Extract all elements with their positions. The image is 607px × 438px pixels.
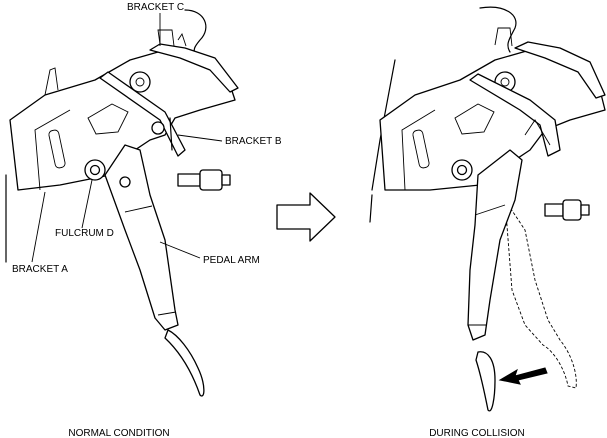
during-collision-figure: [369, 6, 606, 412]
bracket-b: [99, 71, 186, 157]
bracket-c-collision-tab: [494, 27, 513, 47]
bracket-a-collision-window: [454, 103, 495, 135]
body-edge-lower-right: [369, 194, 373, 223]
bracket-a-window: [87, 103, 129, 135]
movement-arrow: [498, 367, 548, 385]
label-bracket-c: BRACKET C: [127, 2, 184, 13]
label-fulcrum-d: FULCRUM D: [55, 228, 114, 239]
switch-body: [199, 169, 223, 191]
bracket-a-collision-inner: [401, 109, 436, 191]
label-pedal-arm: PEDAL ARM: [203, 255, 260, 266]
caption-during-collision: DURING COLLISION: [429, 428, 525, 438]
label-bracket-b: BRACKET B: [225, 136, 282, 147]
pedal-pad-collision: [475, 351, 496, 412]
bracket-a-tab: [44, 67, 59, 96]
bracket-a-collision-slot: [412, 129, 430, 169]
leader-bracket-b: [177, 134, 223, 142]
pedal-arm-original-position: [504, 198, 577, 389]
fulcrum-d-collision-center: [456, 164, 468, 176]
bracket-a-slot: [48, 129, 66, 169]
switch-connector-collision: [580, 204, 590, 216]
pedal-arm-collision-rib: [474, 204, 506, 216]
leader-lines: [31, 13, 223, 263]
bracket-b-edge: [169, 117, 173, 151]
bracket-c-tab: [157, 29, 175, 47]
bracket-a-inner-edge: [34, 109, 71, 191]
bracket-c-bolt: [177, 32, 187, 47]
pedal-arm-rib: [124, 205, 153, 213]
body-edge-line-right: [371, 59, 396, 191]
switch-body-collision: [562, 199, 582, 221]
leader-bracket-a: [31, 191, 46, 263]
bracket-b-collision: [469, 73, 561, 157]
bracket-c-collision: [514, 41, 606, 99]
leader-pedal-arm: [159, 241, 201, 259]
pedal-arm-collision: [467, 149, 523, 341]
pedal-pad: [164, 329, 205, 397]
pedal-arm: [104, 144, 179, 331]
pedal-switch: [177, 173, 201, 187]
switch-connector: [221, 174, 231, 186]
upper-pivot: [129, 71, 151, 93]
bracket-b-collision-bend: [524, 119, 551, 146]
upper-pivot-hole: [135, 77, 145, 87]
bracket-c: [149, 43, 239, 93]
leader-fulcrum-d: [81, 179, 93, 229]
pedal-switch-collision: [544, 203, 564, 217]
normal-condition-figure: [5, 9, 239, 397]
caption-normal-condition: NORMAL CONDITION: [68, 428, 169, 438]
pedal-arm-joint: [157, 311, 177, 316]
label-bracket-a: BRACKET A: [12, 264, 68, 275]
fulcrum-d-center: [89, 164, 101, 176]
upper-pivot-collision-hole: [500, 77, 510, 87]
bracket-b-pin: [151, 121, 165, 135]
body-panel-line-right: [479, 6, 517, 53]
transition-arrow: [276, 192, 336, 242]
pedal-arm-pin: [119, 176, 131, 188]
